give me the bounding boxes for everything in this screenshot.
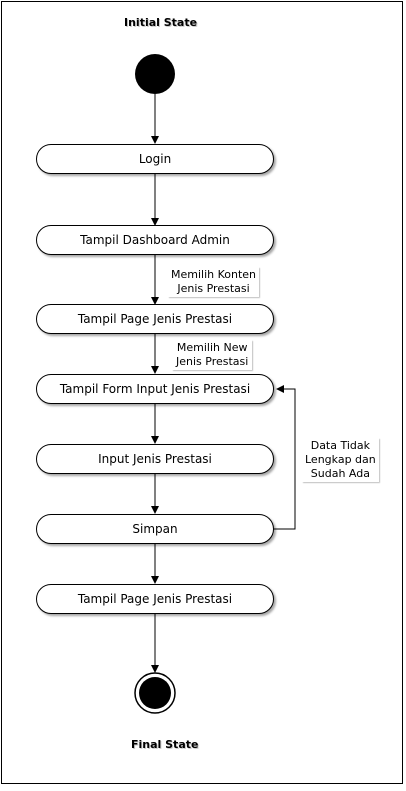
activity-login-label: Login xyxy=(138,152,172,166)
guard-memilih-konten: Memilih Konten Jenis Prestasi xyxy=(168,267,260,297)
activity-tampil-dashboard-admin: Tampil Dashboard Admin xyxy=(36,225,274,255)
activity-input-jenis-prestasi: Input Jenis Prestasi xyxy=(36,444,274,474)
guard-memilih-new: Memilih New Jenis Prestasi xyxy=(172,340,253,370)
edge-simpan-loop-to-form xyxy=(274,385,296,530)
activity-login: Login xyxy=(36,144,274,174)
activity-tampil-page-jenis-prestasi-final: Tampil Page Jenis Prestasi xyxy=(36,584,274,614)
guard-data-tidak-lengkap: Data Tidak Lengkap dan Sudah Ada xyxy=(302,438,379,482)
final-node-inner xyxy=(139,677,171,709)
activity-tampil-page-jenis-prestasi-final-label: Tampil Page Jenis Prestasi xyxy=(77,592,233,606)
guard-data-tidak-lengkap-line2: Lengkap dan xyxy=(305,453,376,466)
activity-simpan: Simpan xyxy=(36,514,274,544)
activity-tampil-page-jenis-prestasi: Tampil Page Jenis Prestasi xyxy=(36,304,274,334)
guard-memilih-konten-line1: Memilih Konten xyxy=(171,268,257,281)
activity-tampil-page-jenis-prestasi-label: Tampil Page Jenis Prestasi xyxy=(77,312,233,326)
guard-memilih-new-line2: Jenis Prestasi xyxy=(176,355,249,368)
initial-state-label: Initial State xyxy=(124,16,198,29)
activity-tampil-form-input: Tampil Form Input Jenis Prestasi xyxy=(36,374,274,404)
guard-memilih-konten-line2: Jenis Prestasi xyxy=(177,282,250,295)
guard-data-tidak-lengkap-line3: Sudah Ada xyxy=(310,467,370,480)
activity-input-jenis-prestasi-label: Input Jenis Prestasi xyxy=(98,452,212,466)
guard-memilih-new-line1: Memilih New xyxy=(176,341,248,354)
guard-data-tidak-lengkap-line1: Data Tidak xyxy=(310,439,371,452)
activity-tampil-form-input-label: Tampil Form Input Jenis Prestasi xyxy=(59,382,251,396)
activity-tampil-dashboard-admin-label: Tampil Dashboard Admin xyxy=(80,233,230,247)
initial-node xyxy=(135,54,175,94)
final-state-label: Final State xyxy=(131,738,199,751)
activity-simpan-label: Simpan xyxy=(132,522,178,536)
